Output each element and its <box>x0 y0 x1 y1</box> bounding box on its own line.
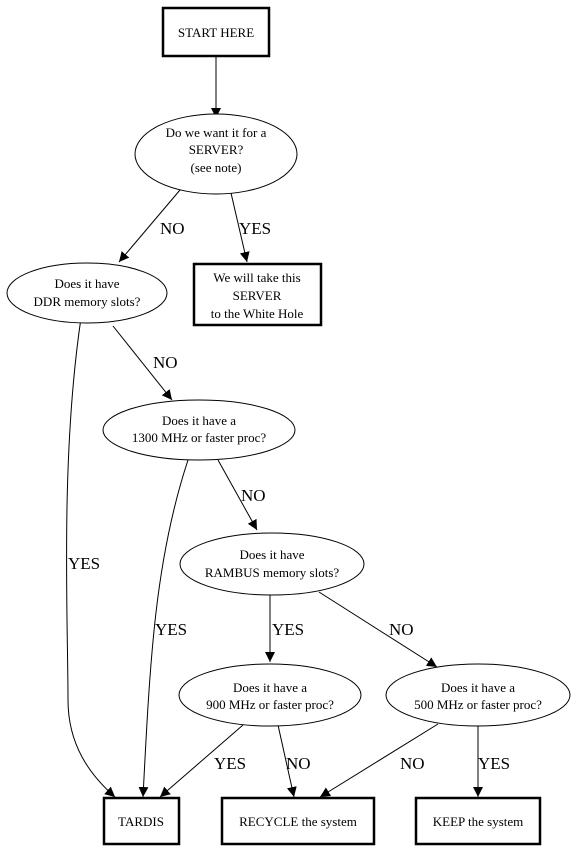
node-900mhz-question-line-2: 900 MHz or faster proc? <box>206 697 334 712</box>
node-1300mhz-question: Does it have a 1300 MHz or faster proc? <box>102 399 296 461</box>
node-keep-label: KEEP the system <box>433 814 524 829</box>
edge-label-1300-yes: YES <box>155 620 187 639</box>
node-1300mhz-question-line-1: Does it have a <box>162 413 236 428</box>
node-rambus-question-line-2: RAMBUS memory slots? <box>205 565 340 580</box>
edge-label-900-yes: YES <box>214 754 246 773</box>
edge-label-500-yes: YES <box>478 754 510 773</box>
node-ddr-question: Does it have DDR memory slots? <box>6 262 168 324</box>
node-rambus-question: Does it have RAMBUS memory slots? <box>179 532 365 596</box>
edge-label-1300-no: NO <box>241 486 266 505</box>
node-start-here: START HERE <box>161 6 271 58</box>
node-white-hole-line-2: SERVER <box>233 288 282 303</box>
node-recycle-label: RECYCLE the system <box>239 814 357 829</box>
edge-label-server-yes: YES <box>239 219 271 238</box>
node-900mhz-question: Does it have a 900 MHz or faster proc? <box>178 663 362 727</box>
node-white-hole-line-3: to the White Hole <box>211 306 304 321</box>
node-900mhz-question-line-1: Does it have a <box>233 680 307 695</box>
node-500mhz-question-line-1: Does it have a <box>441 680 515 695</box>
node-server-question-line-1: Do we want it for a <box>166 125 267 140</box>
node-keep: KEEP the system <box>414 796 542 846</box>
edge-500-no <box>319 723 439 798</box>
node-ddr-question-line-1: Does it have <box>55 276 120 291</box>
node-tardis: TARDIS <box>102 796 181 846</box>
edge-label-ddr-no: NO <box>153 353 178 372</box>
edge-server-yes <box>230 192 250 263</box>
node-1300mhz-question-line-2: 1300 MHz or faster proc? <box>132 430 267 445</box>
node-start-here-label: START HERE <box>178 25 254 40</box>
edge-rambus-no <box>318 591 438 668</box>
node-ddr-question-line-2: DDR memory slots? <box>34 294 141 309</box>
node-500mhz-question: Does it have a 500 MHz or faster proc? <box>385 663 571 727</box>
node-server-question-line-3: (see note) <box>191 160 242 175</box>
edge-ddr-no <box>112 325 173 401</box>
edge-ddr-yes <box>66 317 116 798</box>
node-rambus-question-line-1: Does it have <box>240 547 305 562</box>
edge-1300-no <box>217 459 258 531</box>
edge-900-no <box>277 724 297 798</box>
edge-900-yes <box>159 724 244 798</box>
edge-label-ddr-yes: YES <box>68 554 100 573</box>
edge-label-server-no: NO <box>160 219 185 238</box>
node-recycle: RECYCLE the system <box>220 796 376 846</box>
edge-label-500-no: NO <box>400 754 425 773</box>
edge-label-900-no: NO <box>286 754 311 773</box>
edge-server-no <box>118 189 181 263</box>
node-server-question: Do we want it for a SERVER? (see note) <box>134 113 298 195</box>
edge-1300-yes <box>138 459 189 798</box>
edge-label-rambus-yes: YES <box>272 620 304 639</box>
node-white-hole-line-1: We will take this <box>213 270 300 285</box>
edge-label-rambus-no: NO <box>389 620 414 639</box>
node-tardis-label: TARDIS <box>118 814 164 829</box>
node-500mhz-question-line-2: 500 MHz or faster proc? <box>414 697 542 712</box>
node-server-question-line-2: SERVER? <box>189 142 244 157</box>
node-white-hole: We will take this SERVER to the White Ho… <box>192 262 323 327</box>
